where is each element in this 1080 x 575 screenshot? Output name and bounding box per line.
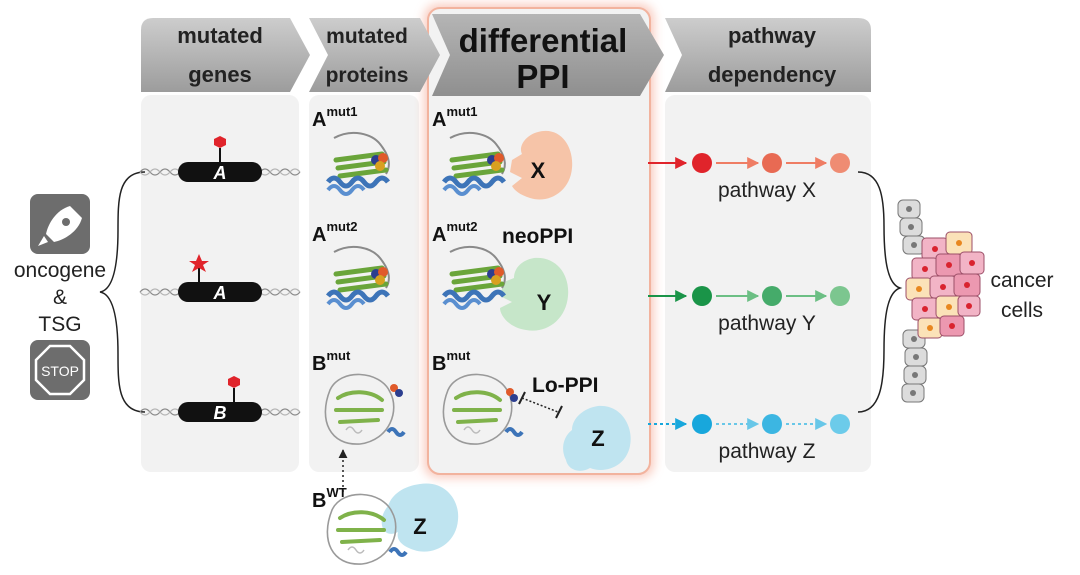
header-proteins xyxy=(309,18,440,92)
proteins-panel xyxy=(309,95,419,472)
header-proteins-line1: mutated xyxy=(326,25,408,48)
gene-a1 xyxy=(139,136,301,182)
tsg-label: TSG xyxy=(38,313,81,336)
header-ppi xyxy=(432,14,664,96)
gene-a2 xyxy=(139,254,301,302)
ppi-a-mut2-label: Amut2 xyxy=(432,219,478,246)
loppi-label: Lo-PPI xyxy=(532,374,599,397)
ppi-panel xyxy=(427,7,651,475)
rocket-icon xyxy=(30,194,90,254)
pathway-z-node-2 xyxy=(762,414,782,434)
neoppi-label: neoPPI xyxy=(502,225,573,248)
protein-a-mut2-label: Amut2 xyxy=(312,219,358,246)
stop-sign-text: STOP xyxy=(41,363,79,379)
stop-sign-icon: STOP xyxy=(30,340,90,400)
pathway-x-node-3 xyxy=(830,153,850,173)
mutation-star-icon xyxy=(189,254,209,272)
header-ppi-line2: PPI xyxy=(516,58,569,95)
ppi-a-mut1-label: Amut1 xyxy=(432,104,478,131)
right-brace xyxy=(857,171,903,413)
protein-b-mut-label: Bmut xyxy=(312,348,351,375)
header-proteins-line2: proteins xyxy=(326,64,409,87)
y-label: Y xyxy=(537,290,552,315)
header-genes xyxy=(141,18,310,92)
z-wt-blob xyxy=(381,483,459,552)
pathway-z-node-1 xyxy=(692,414,712,434)
gene-b xyxy=(139,376,301,422)
pathway-x-node-2 xyxy=(762,153,782,173)
header-pathway-line1: pathway xyxy=(728,23,817,48)
pathway-y-node-1 xyxy=(692,286,712,306)
protein-b-wt-label: BWT xyxy=(312,485,347,512)
x-blob xyxy=(510,130,573,200)
pathway-y-label: pathway Y xyxy=(718,312,816,335)
header-genes-line2: genes xyxy=(188,62,252,87)
mutation-hexagon-icon xyxy=(214,136,226,148)
pathway-x-node-1 xyxy=(692,153,712,173)
gene-a1-label: A xyxy=(213,163,227,183)
ampersand-label: & xyxy=(53,286,67,309)
loppi-weak-bond xyxy=(518,391,563,419)
pathway-y-node-2 xyxy=(762,286,782,306)
cancer-cells-line2: cells xyxy=(1001,299,1043,322)
mutation-hexagon-icon xyxy=(228,376,240,388)
z-label: Z xyxy=(591,426,604,451)
y-blob xyxy=(500,257,569,331)
header-pathway-line2: dependency xyxy=(708,62,837,87)
pathway-y-node-3 xyxy=(830,286,850,306)
pathway-x-label: pathway X xyxy=(718,179,816,202)
pathway-z-label: pathway Z xyxy=(719,440,816,463)
cancer-cell-cluster xyxy=(897,199,985,403)
z-blob xyxy=(563,405,631,471)
ppi-b-mut-label: Bmut xyxy=(432,348,471,375)
cancer-cells-line1: cancer xyxy=(990,269,1053,292)
oncogene-label: oncogene xyxy=(14,259,106,282)
header-genes-line1: mutated xyxy=(177,23,263,48)
pathway-panel xyxy=(665,95,871,472)
header-ppi-line1: differential xyxy=(459,22,628,59)
z-wt-label: Z xyxy=(413,514,426,539)
gene-b-label: B xyxy=(214,403,227,423)
header-pathway xyxy=(665,18,871,92)
pathway-z-node-3 xyxy=(830,414,850,434)
protein-b-wt xyxy=(325,492,398,567)
left-brace xyxy=(99,171,146,413)
gene-a2-label: A xyxy=(213,283,227,303)
x-label: X xyxy=(531,158,546,183)
protein-a-mut1-label: Amut1 xyxy=(312,104,358,131)
